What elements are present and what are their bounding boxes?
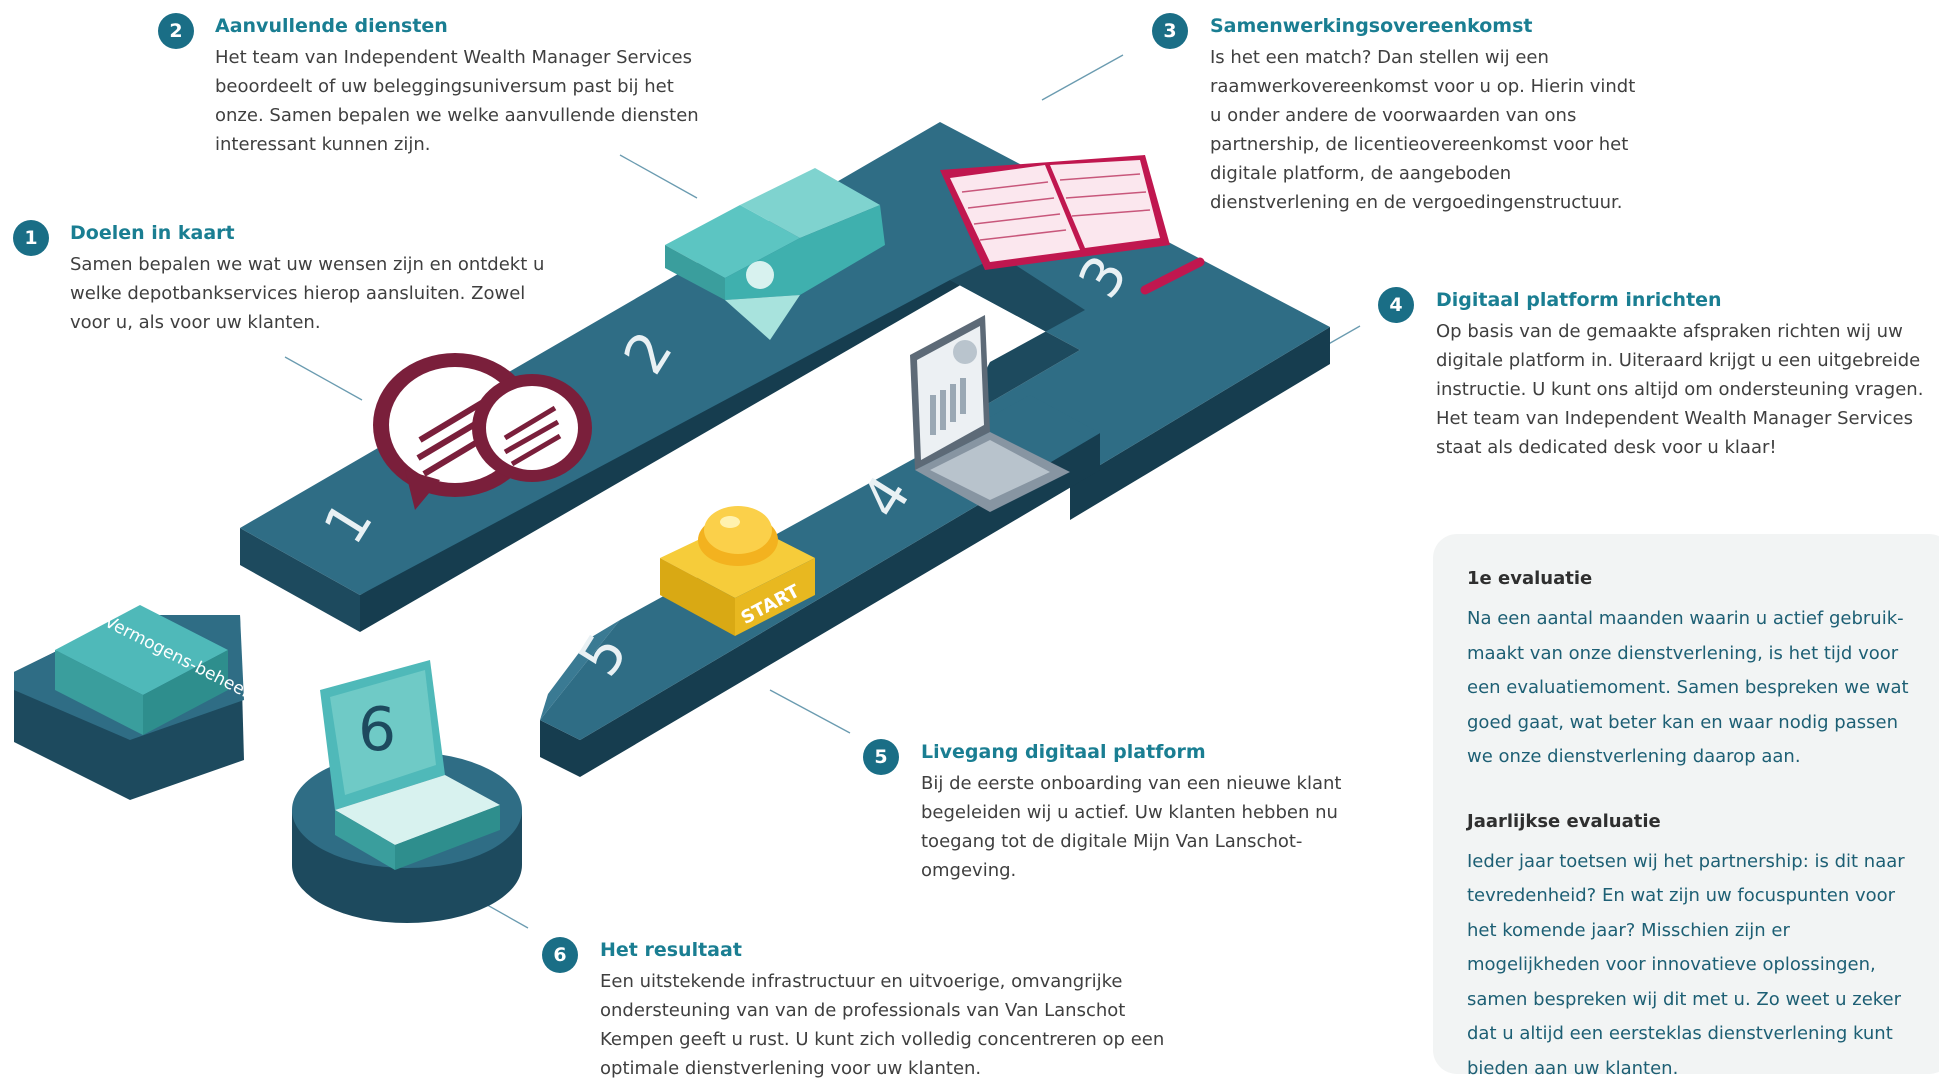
step-4-text: Op basis van de gemaakte afspraken richt…	[1436, 317, 1936, 462]
evaluation-panel: 1e evaluatie Na een aantal maanden waari…	[1433, 534, 1939, 1074]
step-2: 2 Aanvullende diensten Het team van Inde…	[215, 13, 720, 159]
step-1-title: Doelen in kaart	[70, 220, 550, 246]
step-3: 3 Samenwerkingsovereenkomst Is het een m…	[1210, 13, 1650, 217]
step-6-text: Een uitstekende infrastructuur en uitvoe…	[600, 967, 1200, 1083]
step-5-text: Bij de eerste onboarding van een nieuwe …	[921, 769, 1361, 885]
annual-evaluation-title: Jaarlijkse evaluatie	[1467, 809, 1919, 835]
step-4-title: Digitaal platform inrichten	[1436, 287, 1936, 313]
step-5: 5 Livegang digitaal platform Bij de eers…	[921, 739, 1361, 885]
step-6: 6 Het resultaat Een uitstekende infrastr…	[600, 937, 1200, 1083]
result-box-platform: 6	[292, 660, 522, 923]
vermogensbeheerder-platform: Vermogens-beheerder	[14, 605, 279, 800]
step-3-text: Is het een match? Dan stellen wij een ra…	[1210, 43, 1650, 217]
step-6-title: Het resultaat	[600, 937, 1200, 963]
step-5-title: Livegang digitaal platform	[921, 739, 1361, 765]
box-number: 6	[358, 695, 396, 765]
step-4: 4 Digitaal platform inrichten Op basis v…	[1436, 287, 1936, 462]
step-2-badge: 2	[158, 13, 194, 49]
first-evaluation-title: 1e evaluatie	[1467, 566, 1919, 592]
step-1: 1 Doelen in kaart Samen bepalen we wat u…	[70, 220, 550, 337]
step-3-title: Samenwerkingsovereenkomst	[1210, 13, 1650, 39]
step-2-text: Het team van Independent Wealth Manager …	[215, 43, 720, 159]
step-6-badge: 6	[542, 937, 578, 973]
annual-evaluation-text: Ieder jaar toetsen wij het partnership: …	[1467, 845, 1919, 1086]
step-1-badge: 1	[13, 220, 49, 256]
step-2-title: Aanvullende diensten	[215, 13, 720, 39]
first-evaluation-text: Na een aantal maanden waarin u actief ge…	[1467, 602, 1919, 775]
step-3-badge: 3	[1152, 13, 1188, 49]
step-5-badge: 5	[863, 739, 899, 775]
step-1-text: Samen bepalen we wat uw wensen zijn en o…	[70, 250, 550, 337]
step-4-badge: 4	[1378, 287, 1414, 323]
